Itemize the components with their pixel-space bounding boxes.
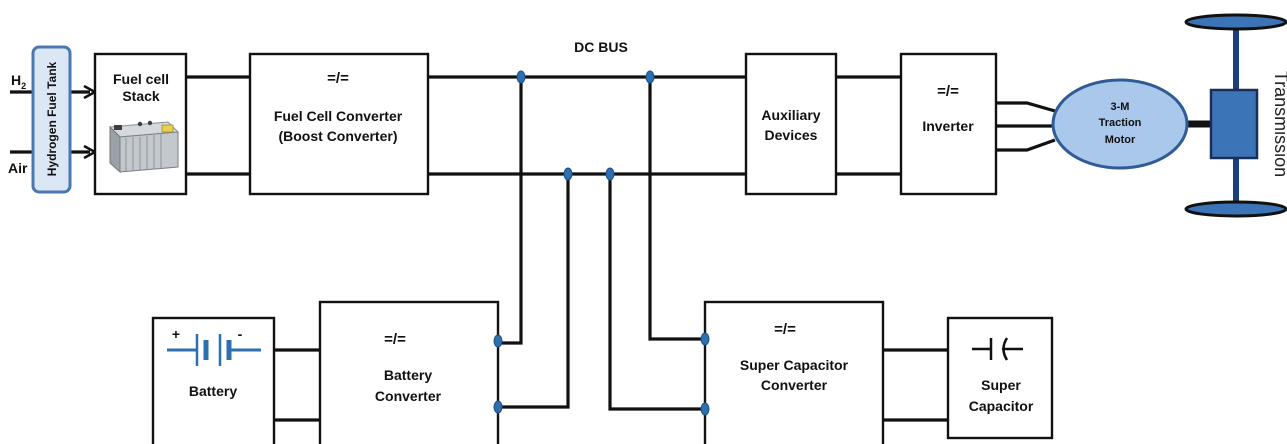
wheel-top [1184, 13, 1287, 31]
super-capacitor-converter-box [703, 300, 885, 444]
fuel-cell-converter-label-1: Fuel Cell Converter [274, 108, 403, 124]
traction-motor-label-3: Motor [1105, 134, 1136, 146]
node-supercap-conv-bottom [700, 402, 710, 416]
traction-motor: 3-M Traction Motor [1051, 78, 1189, 170]
battery-converter: =/= Battery Converter [318, 300, 500, 444]
transmission: Transmission [1184, 13, 1287, 218]
node-bus-top-1 [516, 70, 526, 84]
node-bus-bottom-2 [605, 167, 615, 181]
auxiliary-devices: Auxiliary Devices [744, 52, 838, 196]
super-capacitor: Super Capacitor [946, 316, 1054, 440]
battery-plus: + [172, 326, 180, 342]
traction-motor-label-1: 3-M [1111, 101, 1130, 113]
wires [10, 75, 1211, 422]
phase-wire-3 [996, 138, 1056, 152]
inverter-symbol: =/= [937, 83, 959, 100]
capacitor-symbol-icon [972, 337, 1023, 361]
transmission-label: Transmission [1271, 71, 1287, 177]
inverter-box [899, 52, 998, 196]
node-battery-conv-bottom [493, 400, 503, 414]
inverter: =/= Inverter [899, 52, 998, 196]
h2-label: H2 [11, 72, 26, 91]
fuel-cell-converter-label-2: (Boost Converter) [278, 128, 397, 144]
node-bus-top-2 [645, 70, 655, 84]
fuel-cell-stack-label-2: Stack [122, 88, 160, 104]
air-label: Air [8, 160, 28, 176]
battery-converter-label-2: Converter [375, 388, 442, 404]
battery-box [151, 316, 276, 444]
bus-supercap-top [648, 77, 705, 341]
wheel-bottom [1184, 200, 1287, 218]
bus-battery-bottom [498, 174, 570, 409]
node-battery-conv-top [493, 334, 503, 348]
battery-converter-symbol: =/= [384, 331, 406, 348]
fuel-cell-converter-symbol: =/= [327, 70, 349, 87]
inverter-label: Inverter [922, 118, 974, 134]
super-capacitor-converter-label-2: Converter [761, 377, 828, 393]
super-capacitor-converter: =/= Super Capacitor Converter [703, 300, 885, 444]
fuel-cell-stack-image [108, 120, 180, 174]
fuel-cell-converter: =/= Fuel Cell Converter (Boost Converter… [248, 52, 430, 196]
junction-nodes [493, 70, 710, 416]
battery: + - Battery [151, 316, 276, 444]
bus-battery-top [498, 77, 523, 345]
hydrogen-fuel-tank-label: Hydrogen Fuel Tank [45, 61, 59, 176]
super-capacitor-label-2: Capacitor [969, 398, 1034, 414]
auxiliary-devices-label-1: Auxiliary [761, 107, 820, 123]
traction-motor-shape [1051, 78, 1189, 170]
battery-symbol-icon [167, 334, 261, 366]
traction-motor-label-2: Traction [1099, 117, 1142, 129]
battery-minus: - [238, 326, 243, 342]
battery-converter-label-1: Battery [384, 367, 432, 383]
battery-label: Battery [189, 383, 237, 399]
dc-bus-label: DC BUS [574, 39, 628, 55]
super-capacitor-label-1: Super [981, 377, 1021, 393]
super-capacitor-converter-label-1: Super Capacitor [740, 357, 849, 373]
node-bus-bottom-1 [563, 167, 573, 181]
fuel-cell-stack: Fuel cell Stack [93, 52, 188, 196]
auxiliary-devices-label-2: Devices [765, 127, 818, 143]
phase-wire-1 [996, 101, 1056, 113]
auxiliary-devices-box [744, 52, 838, 196]
hydrogen-fuel-tank-box [31, 45, 72, 194]
bus-supercap-bottom [608, 174, 705, 411]
transmission-box [1209, 88, 1259, 160]
fuel-cell-converter-box [248, 52, 430, 196]
node-supercap-conv-top [700, 332, 710, 346]
hydrogen-fuel-tank: Hydrogen Fuel Tank [31, 45, 72, 194]
super-capacitor-box [946, 316, 1054, 440]
fuel-cell-stack-label-1: Fuel cell [113, 71, 169, 87]
battery-converter-box [318, 300, 500, 444]
super-capacitor-converter-symbol: =/= [774, 321, 796, 338]
